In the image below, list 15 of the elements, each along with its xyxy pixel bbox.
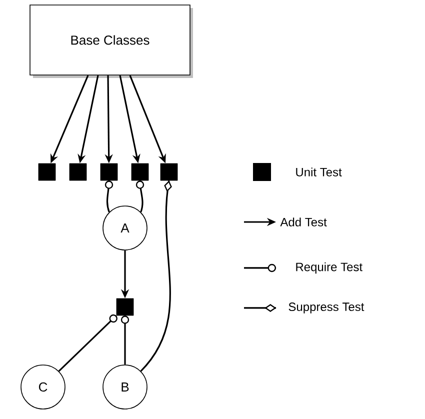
- connector: [58, 314, 118, 372]
- legend-label: Add Test: [280, 218, 327, 226]
- legend-label: Require Test: [296, 262, 362, 274]
- unit-test-square: [38, 163, 56, 181]
- class-box: Base Classes: [30, 4, 193, 78]
- unit-test-square: [160, 163, 178, 181]
- legend-label: Unit Test: [296, 168, 342, 176]
- connector: [136, 180, 144, 212]
- unit-test-square: [116, 298, 134, 316]
- connector: [104, 180, 114, 212]
- unit-test-square: [131, 163, 149, 181]
- connector: [120, 316, 130, 365]
- unit-test-square: [69, 163, 87, 181]
- legend-label: Suppress Test: [288, 302, 364, 314]
- unit-test-square: [100, 163, 118, 181]
